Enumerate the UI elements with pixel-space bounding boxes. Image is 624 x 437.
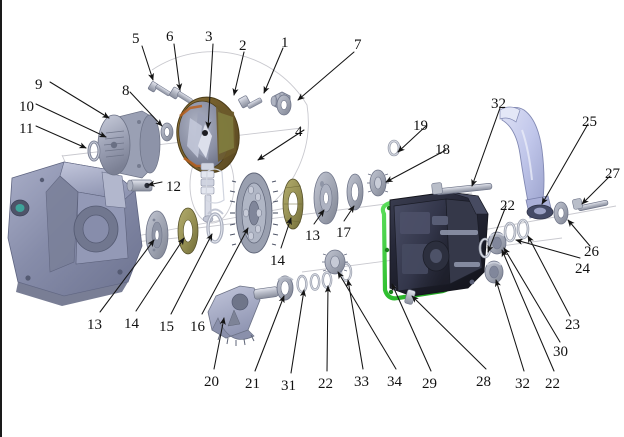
washer-part-22-small-a: [309, 273, 321, 291]
callout-8: 8: [122, 83, 130, 99]
callout-28: 28: [476, 374, 491, 390]
callout-27: 27: [605, 166, 620, 182]
washer-part-7: [276, 94, 292, 116]
callout-6: 6: [166, 29, 174, 45]
callout-23: 23: [565, 317, 580, 333]
callout-1: 1: [281, 35, 289, 51]
collar-part-21: [276, 275, 294, 301]
collar-part-16: [205, 168, 225, 204]
callout-29: 29: [422, 376, 437, 392]
washer-part-19: [387, 139, 401, 157]
clutch-plate-part-13-left: [145, 210, 169, 260]
left-crankcase-half: [7, 161, 143, 306]
washer-part-24: [503, 221, 517, 243]
callout-32-upper: 32: [491, 96, 506, 112]
washer-part-26: [553, 201, 569, 225]
callout-7: 7: [354, 37, 362, 53]
callout-15: 15: [159, 319, 174, 335]
leader-lines: [35, 43, 611, 374]
washer-part-8: [160, 122, 174, 142]
long-bolt-part-32-upper: [431, 182, 493, 196]
bolt-part-27: [572, 198, 609, 212]
callout-4: 4: [295, 124, 303, 140]
callout-10: 10: [19, 99, 34, 115]
callout-13-mid: 13: [305, 228, 320, 244]
callout-18: 18: [435, 142, 450, 158]
callout-14-mid: 14: [270, 253, 285, 269]
callout-11: 11: [19, 121, 34, 137]
callout-9: 9: [35, 77, 43, 93]
washer-part-17: [346, 173, 364, 211]
callout-17: 17: [336, 225, 351, 241]
bearing-part-15: [206, 208, 224, 244]
dowel-pin-part-12: [126, 179, 153, 192]
callout-22-bottom-a: 22: [318, 376, 333, 392]
callout-33: 33: [354, 374, 369, 390]
washer-part-31: [296, 274, 308, 294]
right-crankcase-cover-part-28: [389, 191, 489, 305]
callout-3: 3: [205, 29, 213, 45]
oil-seal-part-32-lower: [484, 260, 504, 284]
oring-part-11: [87, 140, 101, 162]
primary-drive-gear-part-16: [229, 172, 279, 254]
callout-26: 26: [584, 244, 599, 260]
callout-5: 5: [132, 31, 140, 47]
gear-part-18: [367, 169, 389, 197]
callout-19: 19: [413, 118, 428, 134]
callout-25: 25: [582, 114, 597, 130]
callout-12: 12: [166, 179, 181, 195]
flywheel-rotor-part-9: [97, 110, 161, 179]
callout-34: 34: [387, 374, 402, 390]
bolt-part-2: [238, 95, 263, 109]
bolt-part-5: [147, 81, 171, 97]
callout-2: 2: [239, 38, 247, 54]
oil-seal-part-30: [487, 231, 507, 255]
friction-plate-part-14-mid: [282, 178, 304, 230]
washer-part-22-small-b: [321, 271, 333, 289]
callout-14-left: 14: [124, 316, 139, 332]
clutch-hub-part-13-mid: [313, 171, 339, 225]
callout-22-upper-right: 22: [500, 198, 515, 214]
callout-24: 24: [575, 261, 590, 277]
friction-plate-part-14-left: [177, 207, 199, 255]
washer-part-23: [516, 218, 530, 240]
gear-part-34: [322, 249, 348, 275]
callout-13-left: 13: [87, 317, 102, 333]
shift-lever-part-25: [499, 106, 554, 220]
callout-22-bottom-b: 22: [545, 376, 560, 392]
callout-21: 21: [245, 376, 260, 392]
callout-31: 31: [281, 378, 296, 394]
callout-30: 30: [553, 344, 568, 360]
callout-20: 20: [204, 374, 219, 390]
callout-32-bottom: 32: [515, 376, 530, 392]
callout-16: 16: [190, 319, 205, 335]
